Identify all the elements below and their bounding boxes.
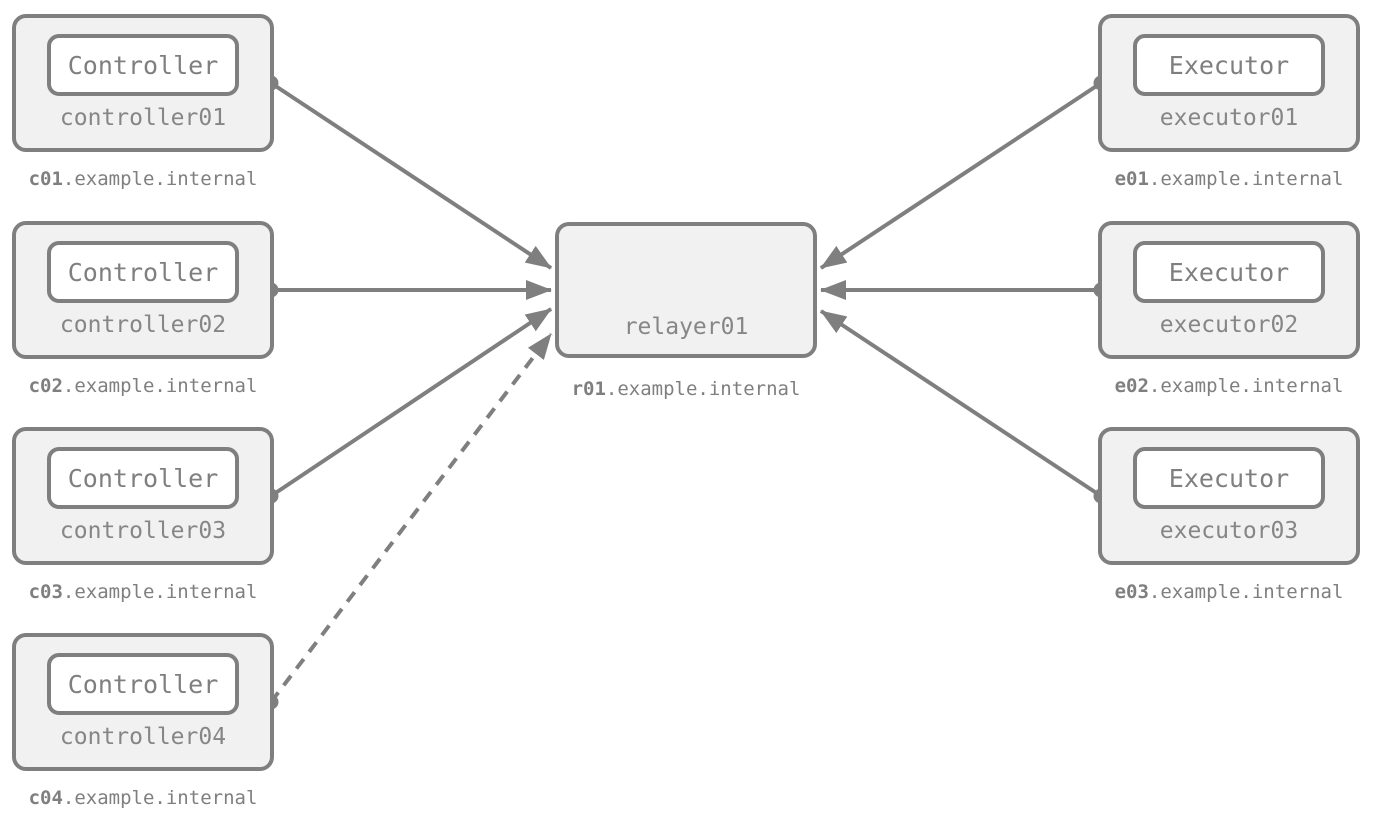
node-executor01: Executor executor01 xyxy=(1098,14,1360,152)
hostname-prefix: e03 xyxy=(1114,581,1149,603)
relayer01-name: relayer01 xyxy=(623,314,749,340)
node-executor02: Executor executor02 xyxy=(1098,221,1360,359)
edge-controller03-relayer01 xyxy=(269,307,553,498)
hostname-prefix: c03 xyxy=(28,581,63,603)
hostname-controller04: c04.example.internal xyxy=(12,787,274,809)
executor01-name: executor01 xyxy=(1159,105,1299,131)
node-controller03: Controller controller03 xyxy=(12,427,274,565)
edge-executor01-relayer01 xyxy=(819,81,1103,270)
controller01-component-box: Controller xyxy=(47,34,239,96)
controller04-name: controller04 xyxy=(59,724,227,750)
controller02-component-label: Controller xyxy=(67,257,219,287)
controller04-component-label: Controller xyxy=(67,669,219,699)
executor03-component-label: Executor xyxy=(1168,463,1290,493)
hostname-prefix: c02 xyxy=(28,375,63,397)
node-executor03: Executor executor03 xyxy=(1098,427,1360,565)
node-relayer01: relayer01 xyxy=(555,222,817,358)
controller03-component-label: Controller xyxy=(67,463,219,493)
hostname-suffix: .example.internal xyxy=(1148,581,1344,603)
controller01-name: controller01 xyxy=(59,105,227,131)
executor03-name: executor03 xyxy=(1159,518,1299,544)
node-controller02: Controller controller02 xyxy=(12,221,274,359)
executor02-component-box: Executor xyxy=(1133,241,1325,303)
hostname-executor03: e03.example.internal xyxy=(1098,581,1360,603)
executor03-component-box: Executor xyxy=(1133,447,1325,509)
hostname-suffix: .example.internal xyxy=(62,581,258,603)
hostname-prefix: r01 xyxy=(571,378,606,400)
hostname-executor01: e01.example.internal xyxy=(1098,168,1360,190)
hostname-suffix: .example.internal xyxy=(605,378,801,400)
node-controller01: Controller controller01 xyxy=(12,14,274,152)
controller03-component-box: Controller xyxy=(47,447,239,509)
hostname-controller01: c01.example.internal xyxy=(12,168,274,190)
hostname-controller02: c02.example.internal xyxy=(12,375,274,397)
edge-controller04-relayer01 xyxy=(269,332,553,704)
edge-controller01-relayer01 xyxy=(269,81,553,270)
executor02-name: executor02 xyxy=(1159,312,1299,338)
node-controller04: Controller controller04 xyxy=(12,633,274,771)
hostname-prefix: c04 xyxy=(28,787,63,809)
hostname-suffix: .example.internal xyxy=(62,787,258,809)
executor01-component-label: Executor xyxy=(1168,50,1290,80)
controller02-component-box: Controller xyxy=(47,241,239,303)
hostname-prefix: e02 xyxy=(1114,375,1149,397)
controller01-component-label: Controller xyxy=(67,50,219,80)
hostname-suffix: .example.internal xyxy=(1148,375,1344,397)
hostname-suffix: .example.internal xyxy=(62,375,258,397)
hostname-controller03: c03.example.internal xyxy=(12,581,274,603)
hostname-suffix: .example.internal xyxy=(1148,168,1344,190)
hostname-suffix: .example.internal xyxy=(62,168,258,190)
hostname-relayer01: r01.example.internal xyxy=(555,378,817,400)
hostname-prefix: e01 xyxy=(1114,168,1149,190)
hostname-prefix: c01 xyxy=(28,168,63,190)
controller04-component-box: Controller xyxy=(47,653,239,715)
executor01-component-box: Executor xyxy=(1133,34,1325,96)
edge-executor03-relayer01 xyxy=(819,309,1103,498)
controller02-name: controller02 xyxy=(59,312,227,338)
executor02-component-label: Executor xyxy=(1168,257,1290,287)
controller03-name: controller03 xyxy=(59,518,227,544)
hostname-executor02: e02.example.internal xyxy=(1098,375,1360,397)
